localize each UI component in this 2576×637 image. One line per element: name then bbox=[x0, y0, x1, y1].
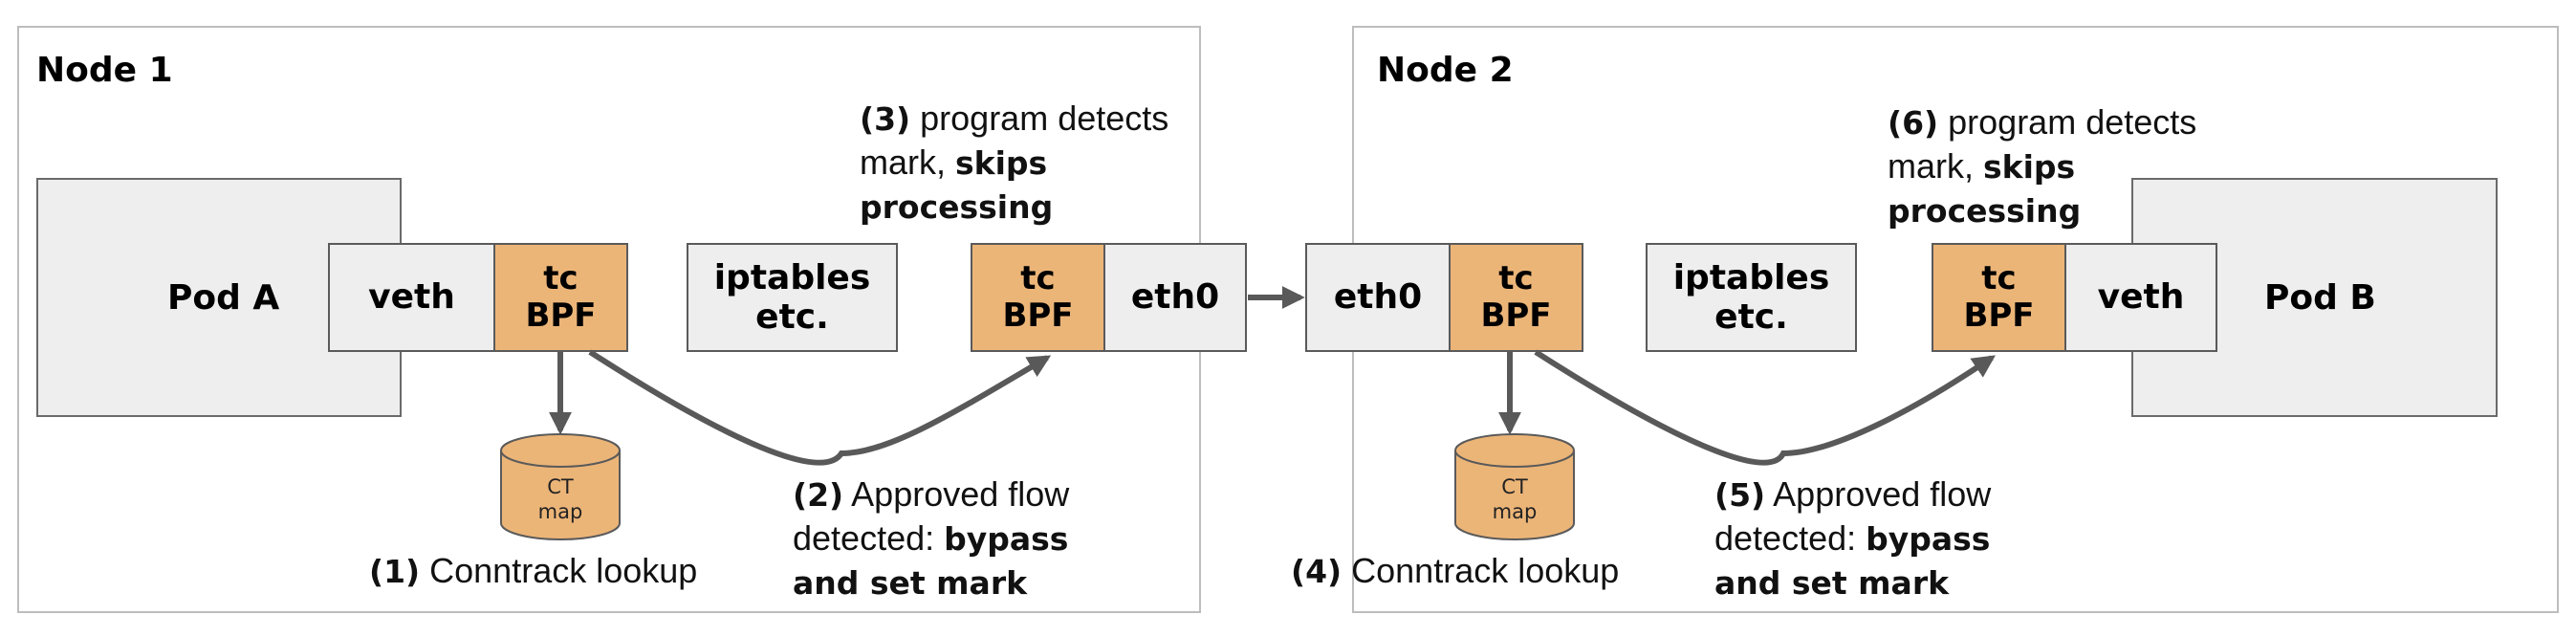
node-1-ct-map-label: CT map bbox=[513, 474, 608, 524]
node-1-eth0: eth0 bbox=[1103, 243, 1247, 352]
step-6-label: (6) program detects mark, skips processi… bbox=[1888, 100, 2196, 232]
node-1-veth-label: veth bbox=[368, 277, 455, 318]
node-2-bypass-arrow bbox=[1534, 349, 1996, 466]
step-3-text-1: program detects bbox=[910, 99, 1169, 138]
step-2-bold-3: and set mark bbox=[793, 564, 1028, 602]
node-1-tc-bpf-left-line2: BPF bbox=[525, 297, 597, 335]
node-2-title: Node 2 bbox=[1377, 51, 1514, 90]
step-6-bold-3: processing bbox=[1888, 192, 2082, 230]
node-1-eth0-label: eth0 bbox=[1130, 277, 1220, 318]
node-1-iptables-box: iptables etc. bbox=[687, 243, 898, 352]
step-4-label: (4) Conntrack lookup bbox=[1291, 549, 1619, 593]
step-6-bold-2: skips bbox=[1983, 148, 2076, 186]
pod-b-label: Pod B bbox=[2264, 278, 2376, 318]
node-2-ct-map-label: CT map bbox=[1467, 474, 1562, 524]
step-3-bold-3: processing bbox=[860, 188, 1054, 226]
step-2-label: (2) Approved flow detected: bypass and s… bbox=[793, 472, 1069, 604]
step-2-text-2: detected: bbox=[793, 518, 945, 558]
node-2-eth0-label: eth0 bbox=[1333, 277, 1423, 318]
node-2-veth: veth bbox=[2064, 243, 2217, 352]
node-2-ct-map-cylinder bbox=[1454, 433, 1575, 540]
node-1-tc-bpf-right-line1: tc bbox=[1020, 258, 1056, 297]
node-2-tc-bpf-right: tc BPF bbox=[1932, 243, 2066, 352]
step-5-text-1: Approved flow bbox=[1765, 474, 1992, 514]
node-1-ct-map-cylinder bbox=[500, 433, 621, 540]
node-1-tc-bpf-left-line1: tc bbox=[543, 258, 579, 297]
step-3-bold-2: skips bbox=[955, 144, 1048, 182]
node-1-bypass-arrow bbox=[588, 349, 1052, 466]
step-6-text-2: mark, bbox=[1888, 146, 1984, 186]
node-2-veth-label: veth bbox=[2097, 277, 2185, 318]
step-5-bold-2: bypass bbox=[1866, 520, 1991, 558]
node-1-iptables-line2: etc. bbox=[755, 297, 829, 337]
step-1-number: (1) bbox=[369, 553, 421, 590]
step-1-label: (1) Conntrack lookup bbox=[369, 549, 697, 593]
step-2-number: (2) bbox=[793, 476, 844, 514]
node-2-tc-bpf-right-line2: BPF bbox=[1963, 297, 2035, 335]
step-2-bold-2: bypass bbox=[944, 520, 1069, 558]
node-2-iptables-line1: iptables bbox=[1672, 257, 1830, 297]
node-1-iptables-line1: iptables bbox=[713, 257, 871, 297]
node-1-ct-map-line1: CT bbox=[547, 475, 574, 498]
step-5-bold-3: and set mark bbox=[1714, 564, 1950, 602]
step-5-label: (5) Approved flow detected: bypass and s… bbox=[1714, 472, 1991, 604]
node-2-iptables-line2: etc. bbox=[1714, 297, 1788, 337]
node-1-tc-bpf-right-line2: BPF bbox=[1002, 297, 1074, 335]
node-2-tc-bpf-left: tc BPF bbox=[1449, 243, 1583, 352]
node-1-tc-bpf-left: tc BPF bbox=[493, 243, 628, 352]
node-2-tc-bpf-left-line1: tc bbox=[1498, 258, 1534, 297]
step-6-text-1: program detects bbox=[1938, 102, 2197, 142]
node-2-eth0: eth0 bbox=[1305, 243, 1451, 352]
step-5-number: (5) bbox=[1714, 476, 1766, 514]
step-3-number: (3) bbox=[860, 100, 911, 138]
step-2-text-1: Approved flow bbox=[843, 474, 1070, 514]
step-5-text-2: detected: bbox=[1714, 518, 1867, 558]
node-1-tc-bpf-right: tc BPF bbox=[971, 243, 1105, 352]
step-6-number: (6) bbox=[1888, 104, 1939, 142]
step-3-text-2: mark, bbox=[860, 143, 956, 182]
pod-a-label: Pod A bbox=[167, 278, 280, 318]
node-1-title: Node 1 bbox=[36, 51, 173, 90]
step-3-label: (3) program detects mark, skips processi… bbox=[860, 97, 1168, 229]
node-2-iptables-box: iptables etc. bbox=[1646, 243, 1857, 352]
node-2-ct-map-line2: map bbox=[1492, 500, 1538, 523]
step-4-text: Conntrack lookup bbox=[1342, 551, 1620, 590]
step-4-number: (4) bbox=[1291, 553, 1343, 590]
step-1-text: Conntrack lookup bbox=[420, 551, 698, 590]
node-2-tc-bpf-right-line1: tc bbox=[1981, 258, 2017, 297]
node-2-tc-bpf-left-line2: BPF bbox=[1480, 297, 1552, 335]
node-2-ct-map-line1: CT bbox=[1501, 475, 1528, 498]
node-1-ct-map-line2: map bbox=[537, 500, 583, 523]
node-1-veth: veth bbox=[328, 243, 495, 352]
